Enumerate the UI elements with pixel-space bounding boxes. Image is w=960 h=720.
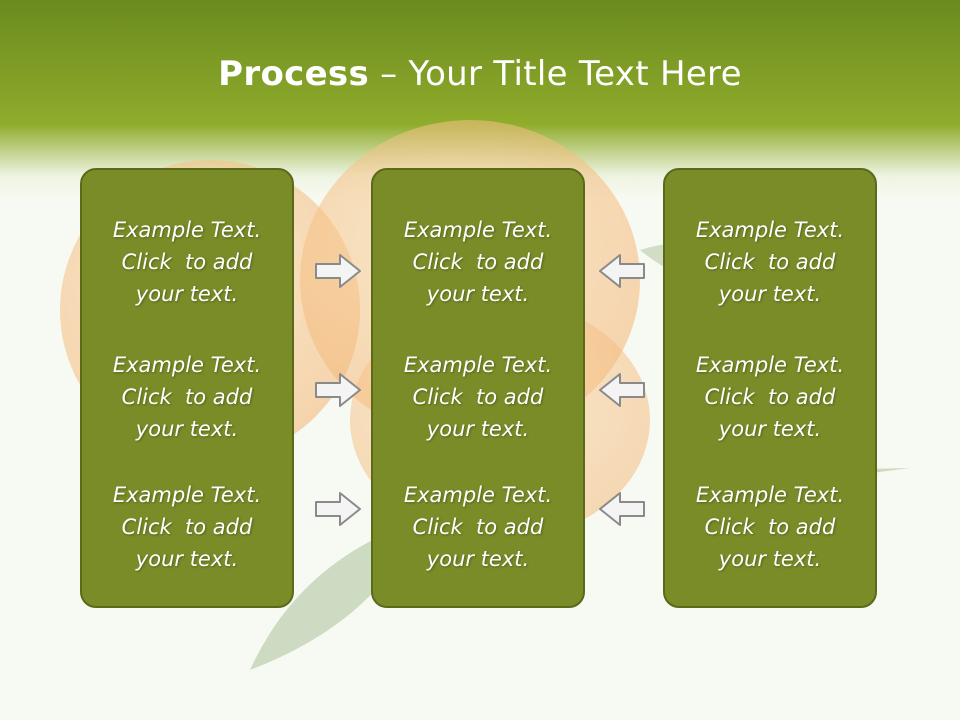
text-line: Click to add <box>121 515 253 539</box>
text-line: Example Text. <box>403 353 553 377</box>
text-line: your text. <box>718 417 822 441</box>
text-block[interactable]: Example Text. Click to add your text. <box>82 214 292 310</box>
arrow-right-icon <box>315 254 361 288</box>
arrow-left-icon <box>599 254 645 288</box>
text-block[interactable]: Example Text. Click to add your text. <box>373 349 583 445</box>
title-rest-text: – Your Title Text Here <box>369 54 742 94</box>
arrow-left-icon <box>599 492 645 526</box>
text-line: your text. <box>426 417 530 441</box>
text-line: Example Text. <box>112 218 262 242</box>
text-block[interactable]: Example Text. Click to add your text. <box>82 479 292 575</box>
text-line: Example Text. <box>403 218 553 242</box>
text-line: your text. <box>718 282 822 306</box>
process-panel-left: Example Text. Click to add your text. Ex… <box>80 168 294 608</box>
text-line: your text. <box>718 547 822 571</box>
text-line: your text. <box>135 417 239 441</box>
text-line: your text. <box>426 282 530 306</box>
title-bold-text: Process <box>218 54 370 94</box>
text-line: Example Text. <box>695 218 845 242</box>
process-panel-right: Example Text. Click to add your text. Ex… <box>663 168 877 608</box>
text-line: Click to add <box>121 385 253 409</box>
text-line: Example Text. <box>403 483 553 507</box>
text-line: Click to add <box>412 385 544 409</box>
text-block[interactable]: Example Text. Click to add your text. <box>665 214 875 310</box>
text-block[interactable]: Example Text. Click to add your text. <box>373 214 583 310</box>
arrow-right-icon <box>315 373 361 407</box>
slide-title[interactable]: Process – Your Title Text Here <box>0 52 960 96</box>
text-block[interactable]: Example Text. Click to add your text. <box>665 349 875 445</box>
process-panel-middle: Example Text. Click to add your text. Ex… <box>371 168 585 608</box>
text-block[interactable]: Example Text. Click to add your text. <box>665 479 875 575</box>
text-line: Example Text. <box>112 353 262 377</box>
text-line: Click to add <box>704 250 836 274</box>
text-line: Click to add <box>704 385 836 409</box>
text-line: your text. <box>135 282 239 306</box>
text-line: Click to add <box>412 515 544 539</box>
text-block[interactable]: Example Text. Click to add your text. <box>373 479 583 575</box>
text-line: Click to add <box>412 250 544 274</box>
text-line: Click to add <box>121 250 253 274</box>
text-line: Example Text. <box>112 483 262 507</box>
text-block[interactable]: Example Text. Click to add your text. <box>82 349 292 445</box>
text-line: Example Text. <box>695 353 845 377</box>
text-line: Example Text. <box>695 483 845 507</box>
text-line: your text. <box>135 547 239 571</box>
arrow-left-icon <box>599 373 645 407</box>
text-line: Click to add <box>704 515 836 539</box>
text-line: your text. <box>426 547 530 571</box>
arrow-right-icon <box>315 492 361 526</box>
